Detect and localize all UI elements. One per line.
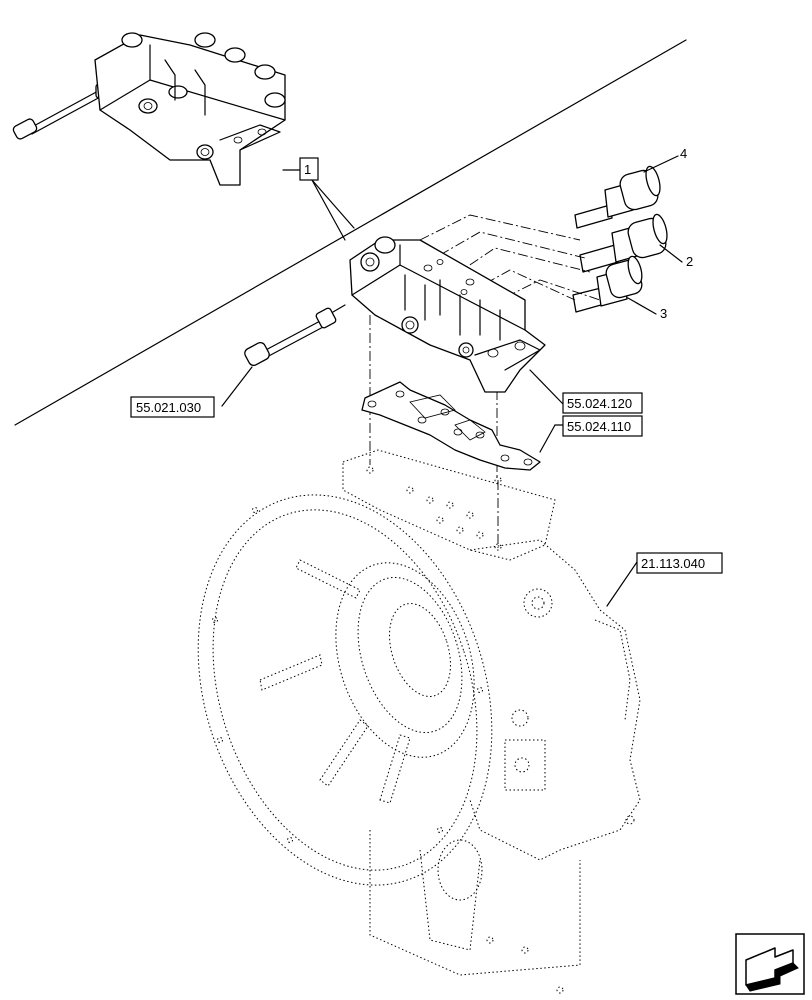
- callout-2[interactable]: 2: [659, 244, 693, 269]
- ref-harness-label: 55.021.030: [136, 400, 201, 415]
- callout-valve-block[interactable]: 55.024.120: [529, 369, 643, 414]
- callout-2-label: 2: [686, 254, 693, 269]
- solenoid-2: [579, 213, 668, 273]
- callout-3-label: 3: [660, 306, 667, 321]
- next-page-arrow-icon[interactable]: [735, 933, 805, 995]
- gasket: [361, 381, 541, 471]
- callout-harness[interactable]: 55.021.030: [130, 366, 253, 418]
- callout-1[interactable]: 1: [282, 157, 355, 241]
- ref-gasket-label: 55.024.110: [567, 419, 631, 434]
- callout-housing[interactable]: 21.113.040: [606, 552, 723, 607]
- flywheel-housing: [197, 449, 641, 994]
- solenoid-4: [574, 165, 661, 229]
- solenoid-3: [572, 255, 643, 313]
- callout-4-label: 4: [680, 146, 687, 161]
- ref-housing-label: 21.113.040: [641, 556, 705, 571]
- separator-line: [14, 39, 687, 426]
- callout-1-label: 1: [304, 162, 311, 177]
- callout-gasket[interactable]: 55.024.110: [539, 415, 643, 453]
- callout-3[interactable]: 3: [627, 297, 667, 321]
- valve-block-assembly-inset: [12, 32, 286, 186]
- wiring-harness: [244, 304, 346, 366]
- callout-4[interactable]: 4: [643, 146, 687, 173]
- ref-valve-block-label: 55.024.120: [567, 396, 632, 411]
- valve-block: [349, 236, 546, 393]
